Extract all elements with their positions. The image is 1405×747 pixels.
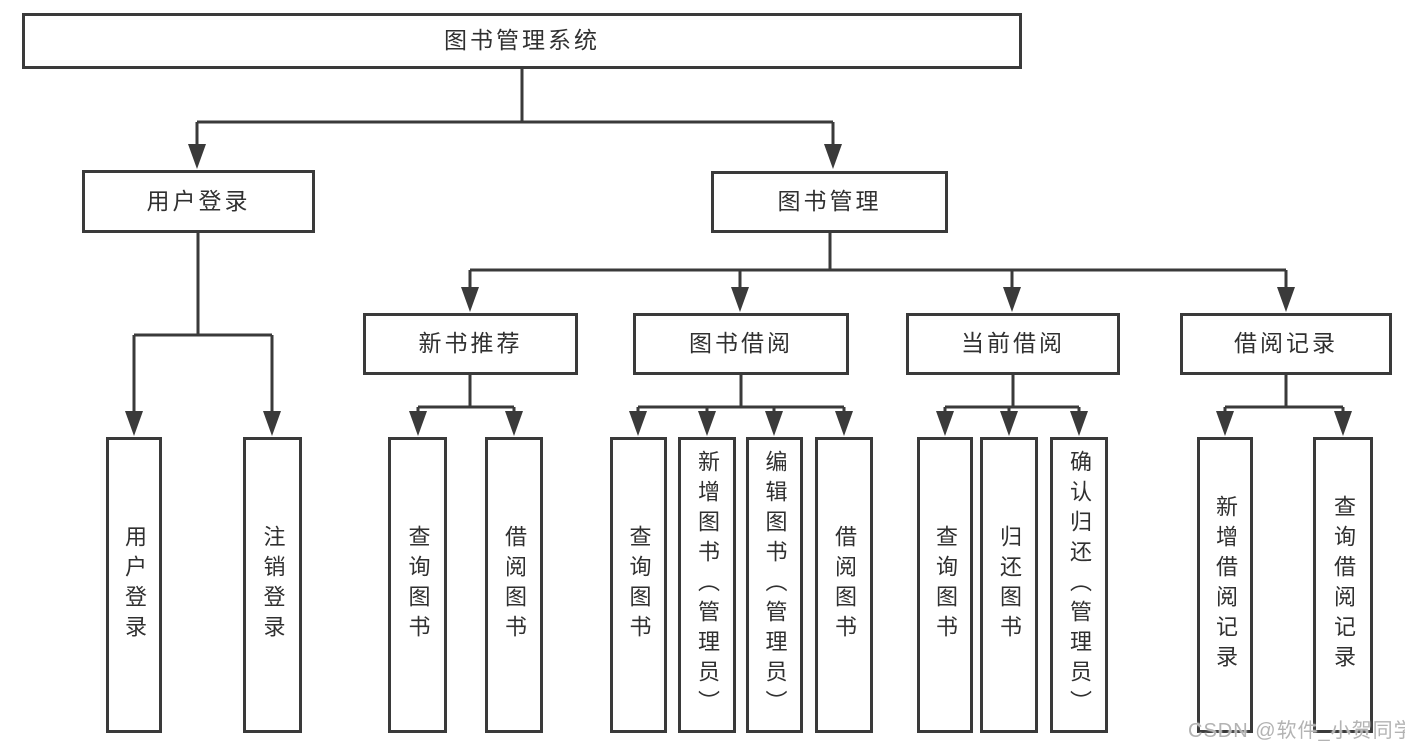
node-label: 新增图书（管理员）: [695, 450, 720, 720]
node-label: 确认归还（管理员）: [1067, 450, 1092, 720]
node-system-root: 图书管理系统: [22, 13, 1022, 69]
node-label: 借阅图书: [832, 525, 857, 645]
node-label: 查询图书: [626, 525, 652, 645]
node-borrow-records: 借阅记录: [1180, 313, 1392, 375]
node-leaf-user-login: 用户登录: [106, 437, 162, 733]
node-book-management: 图书管理: [711, 171, 948, 233]
node-leaf-query-book-2: 查询图书: [610, 437, 667, 733]
node-label: 用户登录: [146, 187, 251, 214]
node-label: 查询借阅记录: [1331, 495, 1356, 675]
node-leaf-query-book-1: 查询图书: [388, 437, 447, 733]
node-label: 归还图书: [997, 525, 1022, 645]
node-label: 查询图书: [933, 525, 958, 645]
node-label: 新增借阅记录: [1213, 495, 1238, 675]
node-current-borrow: 当前借阅: [906, 313, 1120, 375]
node-leaf-return-book: 归还图书: [980, 437, 1038, 733]
node-leaf-query-borrow-record: 查询借阅记录: [1313, 437, 1373, 733]
node-label: 注销登录: [260, 525, 286, 645]
node-leaf-add-borrow-record: 新增借阅记录: [1197, 437, 1253, 733]
node-leaf-borrow-book-2: 借阅图书: [815, 437, 873, 733]
node-label: 当前借阅: [961, 330, 1065, 357]
node-leaf-confirm-return-admin: 确认归还（管理员）: [1050, 437, 1108, 733]
node-label: 图书借阅: [689, 330, 793, 357]
node-leaf-add-book-admin: 新增图书（管理员）: [678, 437, 736, 733]
node-label: 图书管理: [777, 188, 882, 215]
node-label: 编辑图书（管理员）: [762, 450, 788, 720]
node-label: 查询图书: [405, 525, 431, 645]
node-label: 借阅记录: [1234, 330, 1338, 357]
watermark-text: CSDN @软件_小贺同学: [1188, 720, 1405, 742]
node-label: 图书管理系统: [444, 27, 600, 54]
node-leaf-logout: 注销登录: [243, 437, 302, 733]
node-label: 借阅图书: [502, 525, 527, 645]
node-leaf-query-book-3: 查询图书: [917, 437, 973, 733]
node-book-borrow: 图书借阅: [633, 313, 849, 375]
node-label: 新书推荐: [418, 330, 523, 357]
node-label: 用户登录: [122, 525, 147, 645]
node-user-login: 用户登录: [82, 170, 315, 233]
node-leaf-edit-book-admin: 编辑图书（管理员）: [746, 437, 803, 733]
node-leaf-borrow-book-1: 借阅图书: [485, 437, 543, 733]
node-new-book-recommend: 新书推荐: [363, 313, 578, 375]
